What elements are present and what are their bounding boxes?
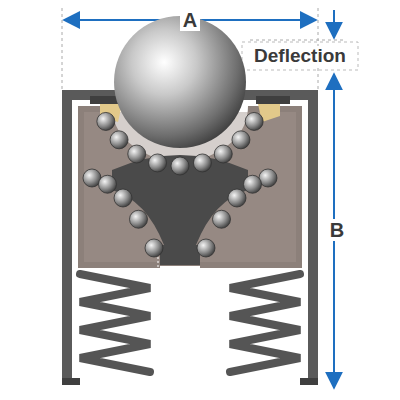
dimension-label: B [327,219,347,241]
dimension-label: Deflection [251,46,349,67]
main-ball [114,16,246,148]
deflection-arrow [333,10,335,38]
dimension-label: A [180,9,200,31]
